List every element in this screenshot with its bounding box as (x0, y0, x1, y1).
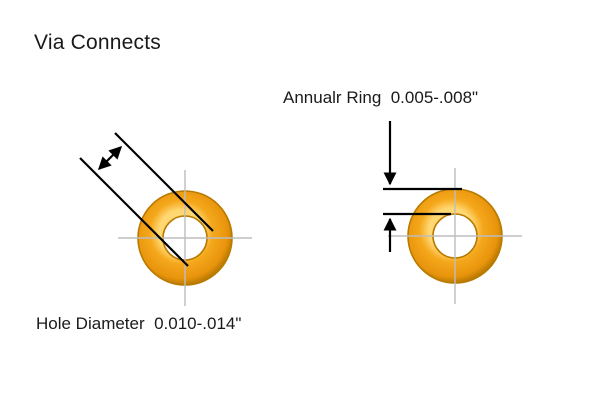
via-left (79, 132, 252, 306)
hole-diameter-double-arrow (97, 145, 123, 171)
hole-diameter-label: Hole Diameter 0.010-.014" (36, 314, 242, 333)
diagram-title: Via Connects (34, 31, 161, 54)
hole-diameter-extension-line-2 (79, 157, 189, 267)
via-right (383, 121, 522, 304)
hole-diameter-extension-line-1 (114, 132, 214, 232)
annular-ring-label: Annualr Ring 0.005-.008" (283, 88, 479, 107)
